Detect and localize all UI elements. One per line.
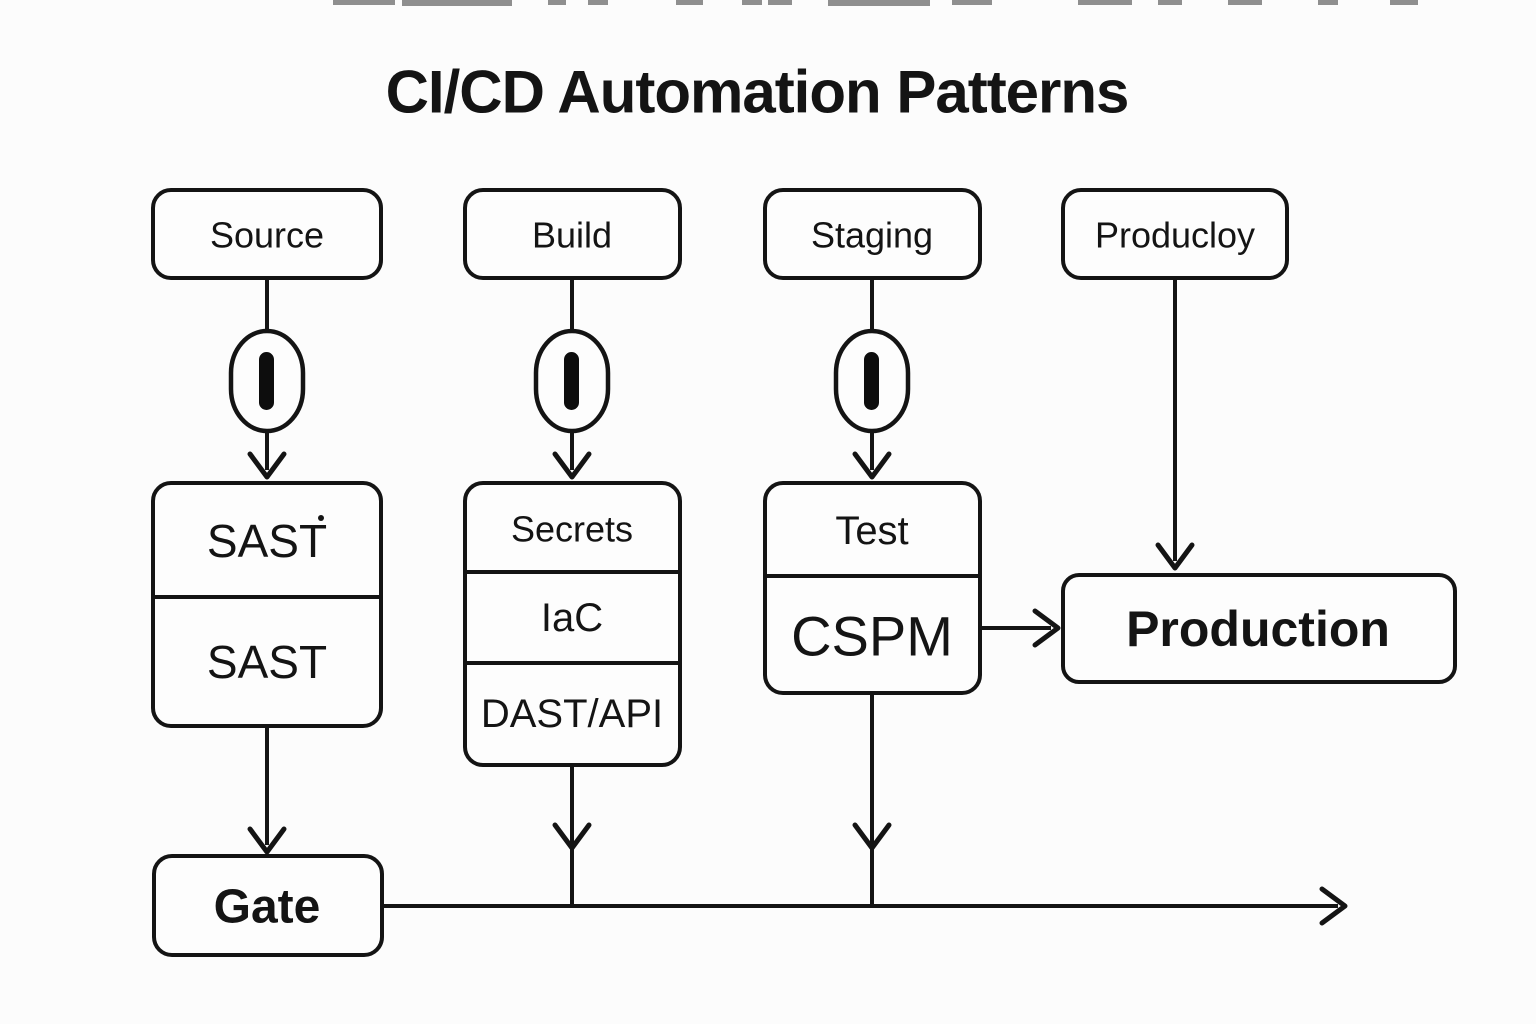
artifact-dash bbox=[742, 0, 762, 5]
node-staging-label: Staging bbox=[811, 215, 933, 256]
artifact-dash bbox=[1318, 0, 1338, 5]
arrowhead-down-icon bbox=[852, 451, 892, 480]
column-build: Build Secrets IaC DAST/API bbox=[463, 188, 682, 904]
node-staging-stack: Test CSPM bbox=[763, 481, 982, 695]
node-build-label: Build bbox=[532, 215, 612, 256]
artifact-dash bbox=[333, 0, 395, 5]
cspm-label: CSPM bbox=[791, 605, 953, 668]
arrowhead-down-icon bbox=[852, 822, 892, 851]
artifact-dash bbox=[1158, 0, 1182, 5]
dast-api-label: DAST/API bbox=[481, 692, 663, 736]
node-production-label: Production bbox=[1126, 601, 1390, 657]
artifact-dash bbox=[1228, 0, 1262, 5]
stage-marker-bar bbox=[864, 352, 879, 410]
column-source: Source SAST SAST bbox=[151, 188, 383, 855]
artifact-dash bbox=[676, 0, 703, 5]
column-staging: Staging Test CSPM bbox=[763, 188, 1061, 904]
iac-label: IaC bbox=[541, 596, 603, 640]
stray-dot-artifact bbox=[318, 515, 324, 521]
artifact-dash bbox=[768, 0, 792, 5]
node-source-label: Source bbox=[210, 215, 324, 256]
artifact-dash bbox=[1078, 0, 1132, 5]
node-gate-label: Gate bbox=[214, 881, 321, 934]
cropped-text-artifact-strip bbox=[333, 0, 1418, 6]
gate-pipeline: Gate bbox=[152, 854, 1348, 957]
node-production bbox=[1061, 573, 1457, 684]
node-sast-stack: SAST SAST bbox=[151, 481, 383, 728]
node-build-stack: Secrets IaC DAST/API bbox=[463, 481, 682, 767]
sast-row2-label: SAST bbox=[207, 636, 327, 688]
sast-row1-label: SAST bbox=[207, 515, 327, 567]
arrowhead-right-icon bbox=[1319, 886, 1348, 926]
artifact-dash bbox=[588, 0, 608, 5]
column-producloy: Producloy Production bbox=[1061, 188, 1457, 684]
stage-marker-bar bbox=[259, 352, 274, 410]
node-producloy-label: Producloy bbox=[1095, 215, 1255, 256]
arrowhead-down-icon bbox=[247, 451, 287, 480]
diagram-title: CI/CD Automation Patterns bbox=[386, 59, 1129, 126]
test-label: Test bbox=[835, 509, 908, 553]
artifact-dash bbox=[1390, 0, 1418, 5]
artifact-dash bbox=[828, 0, 930, 6]
stage-marker-bar bbox=[564, 352, 579, 410]
secrets-label: Secrets bbox=[511, 509, 633, 550]
artifact-dash bbox=[402, 0, 512, 6]
pipeline-stage-marker-icon bbox=[533, 328, 611, 434]
pipeline-stage-marker-icon bbox=[833, 328, 911, 434]
arrowhead-right-icon bbox=[1032, 608, 1061, 648]
artifact-dash bbox=[548, 0, 566, 5]
artifact-dash bbox=[952, 0, 992, 5]
arrowhead-down-icon bbox=[247, 826, 287, 855]
pipeline-stage-marker-icon bbox=[228, 328, 306, 434]
arrowhead-down-icon bbox=[552, 451, 592, 480]
arrowhead-down-icon bbox=[552, 822, 592, 851]
arrowhead-down-icon bbox=[1155, 542, 1195, 571]
